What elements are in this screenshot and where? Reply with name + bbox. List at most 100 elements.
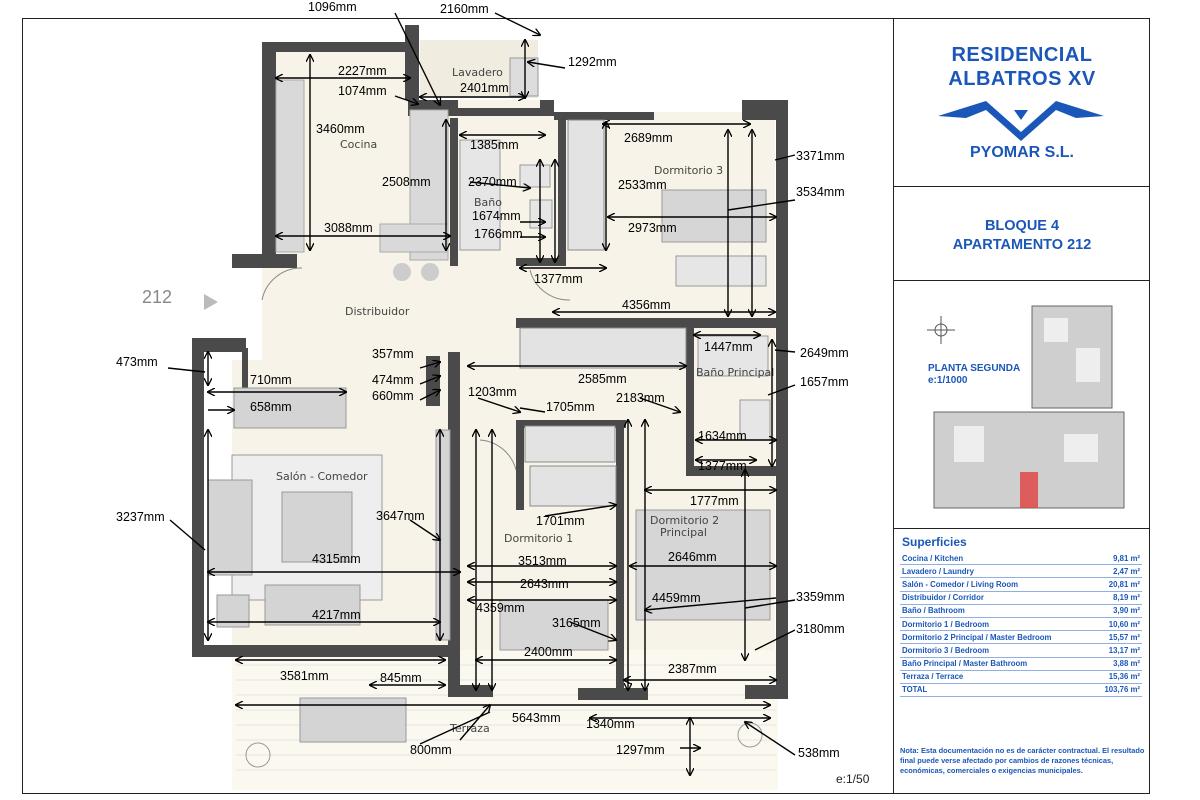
surface-label: Dormitorio 1 / Bedroom bbox=[900, 617, 1093, 632]
title-block: RESIDENCIAL ALBATROS XV PYOMAR S.L. BLOQ… bbox=[893, 18, 1150, 794]
dimension-label: 1705mm bbox=[546, 400, 595, 414]
dimension-label: 660mm bbox=[372, 389, 414, 403]
divider bbox=[894, 280, 1150, 281]
dimension-label: 3513mm bbox=[518, 554, 567, 568]
surface-value: 15,57 m² bbox=[1092, 630, 1142, 645]
dimension-label: 357mm bbox=[372, 347, 414, 361]
dimension-label: 1674mm bbox=[472, 209, 521, 223]
room-label-dormitorio-2: Dormitorio 2 bbox=[650, 514, 719, 527]
surface-value: 13,17 m² bbox=[1092, 643, 1142, 658]
dimension-label: 3534mm bbox=[796, 185, 845, 199]
surface-label: Dormitorio 3 / Bedroom bbox=[900, 643, 1093, 658]
dimension-label: 4459mm bbox=[652, 591, 701, 605]
dimension-label: 2400mm bbox=[524, 645, 573, 659]
dimension-label: 2508mm bbox=[382, 175, 431, 189]
dimension-label: 2646mm bbox=[668, 550, 717, 564]
surface-label: Distribuidor / Corridor bbox=[900, 591, 1093, 605]
dimension-label: 1701mm bbox=[536, 514, 585, 528]
dimension-label: 1292mm bbox=[568, 55, 617, 69]
floor-plan: Lavadero Cocina Baño Dormitorio 3 Distri… bbox=[116, 0, 849, 790]
legal-note: Nota: Esta documentación no es de caráct… bbox=[900, 746, 1145, 775]
floor-scale: e:1/1000 bbox=[928, 375, 968, 386]
compass-icon bbox=[927, 316, 955, 344]
apartment-number: 212 bbox=[142, 287, 173, 307]
room-label-lavadero: Lavadero bbox=[452, 66, 503, 79]
dimension-label: 2387mm bbox=[668, 662, 717, 676]
plan-scale: e:1/50 bbox=[836, 772, 870, 786]
dimension-label: 1297mm bbox=[616, 743, 665, 757]
surface-value: 2,47 m² bbox=[1092, 564, 1142, 579]
stool bbox=[421, 263, 439, 281]
site-minimap bbox=[927, 305, 1125, 509]
dimension-labels: 1096mm 2160mm 1292mm 2227mm 1074mm 2401m… bbox=[116, 0, 849, 760]
dimension-label: 1777mm bbox=[690, 494, 739, 508]
dimension-label: 4217mm bbox=[312, 608, 361, 622]
dimension-label: 4356mm bbox=[622, 298, 671, 312]
dimension-label: 3581mm bbox=[280, 669, 329, 683]
dimension-label: 3165mm bbox=[552, 616, 601, 630]
surface-value: 3,88 m² bbox=[1092, 657, 1142, 671]
dimension-label: 3647mm bbox=[376, 509, 425, 523]
stool bbox=[393, 263, 411, 281]
dimension-label: 2227mm bbox=[338, 64, 387, 78]
dimension-label: 5643mm bbox=[512, 711, 561, 725]
surface-label: TOTAL bbox=[900, 683, 1093, 698]
dimension-label: 1385mm bbox=[470, 138, 519, 152]
dimension-label: 710mm bbox=[250, 373, 292, 387]
dimension-label: 845mm bbox=[380, 671, 422, 685]
walls bbox=[192, 25, 788, 700]
company-name: PYOMAR S.L. bbox=[969, 144, 1074, 161]
dimension-label: 1096mm bbox=[308, 0, 357, 14]
dimension-label: 3237mm bbox=[116, 510, 165, 524]
door-swing bbox=[261, 267, 303, 301]
surface-label: Baño Principal / Master Bathroom bbox=[900, 657, 1093, 671]
dimension-label: 1657mm bbox=[800, 375, 849, 389]
dimension-label: 1203mm bbox=[468, 385, 517, 399]
wardrobes bbox=[519, 119, 687, 507]
surface-value: 15,36 m² bbox=[1092, 670, 1142, 684]
divider bbox=[894, 528, 1150, 529]
entry-arrow-icon bbox=[204, 294, 218, 310]
terrace-plant bbox=[245, 742, 271, 768]
surfaces-title: Superficies bbox=[902, 535, 967, 549]
bloque-label: BLOQUE 4 bbox=[984, 218, 1060, 234]
surface-label: Terraza / Terrace bbox=[900, 670, 1093, 684]
dimension-label: 2370mm bbox=[468, 175, 517, 189]
dimension-label: 2689mm bbox=[624, 131, 673, 145]
dimension-label: 658mm bbox=[250, 400, 292, 414]
dimension-label: 2533mm bbox=[618, 178, 667, 192]
dimension-label: 1377mm bbox=[698, 459, 747, 473]
room-label-cocina: Cocina bbox=[340, 138, 377, 151]
dimension-label: 2643mm bbox=[520, 577, 569, 591]
surface-value: 20,81 m² bbox=[1092, 577, 1142, 592]
dimension-label: 2183mm bbox=[616, 391, 665, 405]
dimension-label: 3180mm bbox=[796, 622, 845, 636]
dimension-lines bbox=[167, 12, 796, 775]
brand-line-1: RESIDENCIAL bbox=[951, 44, 1093, 66]
surface-label: Baño / Bathroom bbox=[900, 604, 1093, 618]
dimension-label: 4315mm bbox=[312, 552, 361, 566]
apartment-label: APARTAMENTO 212 bbox=[952, 237, 1092, 253]
surface-value: 9,81 m² bbox=[1092, 552, 1142, 566]
dimension-label: 2649mm bbox=[800, 346, 849, 360]
dimension-label: 2973mm bbox=[628, 221, 677, 235]
laundry-appliance bbox=[509, 57, 539, 97]
dimension-label: 3359mm bbox=[796, 590, 845, 604]
floor-plan-label: PLANTA SEGUNDA e:1/1000 bbox=[928, 363, 1020, 387]
room-label-salon: Salón - Comedor bbox=[276, 470, 368, 483]
pyomar-logo-icon bbox=[938, 101, 1104, 141]
door-swing bbox=[479, 439, 517, 471]
dimension-label: 1340mm bbox=[586, 717, 635, 731]
dimension-label: 3371mm bbox=[796, 149, 845, 163]
divider bbox=[894, 186, 1150, 187]
dimension-label: 3460mm bbox=[316, 122, 365, 136]
dimension-label: 3088mm bbox=[324, 221, 373, 235]
